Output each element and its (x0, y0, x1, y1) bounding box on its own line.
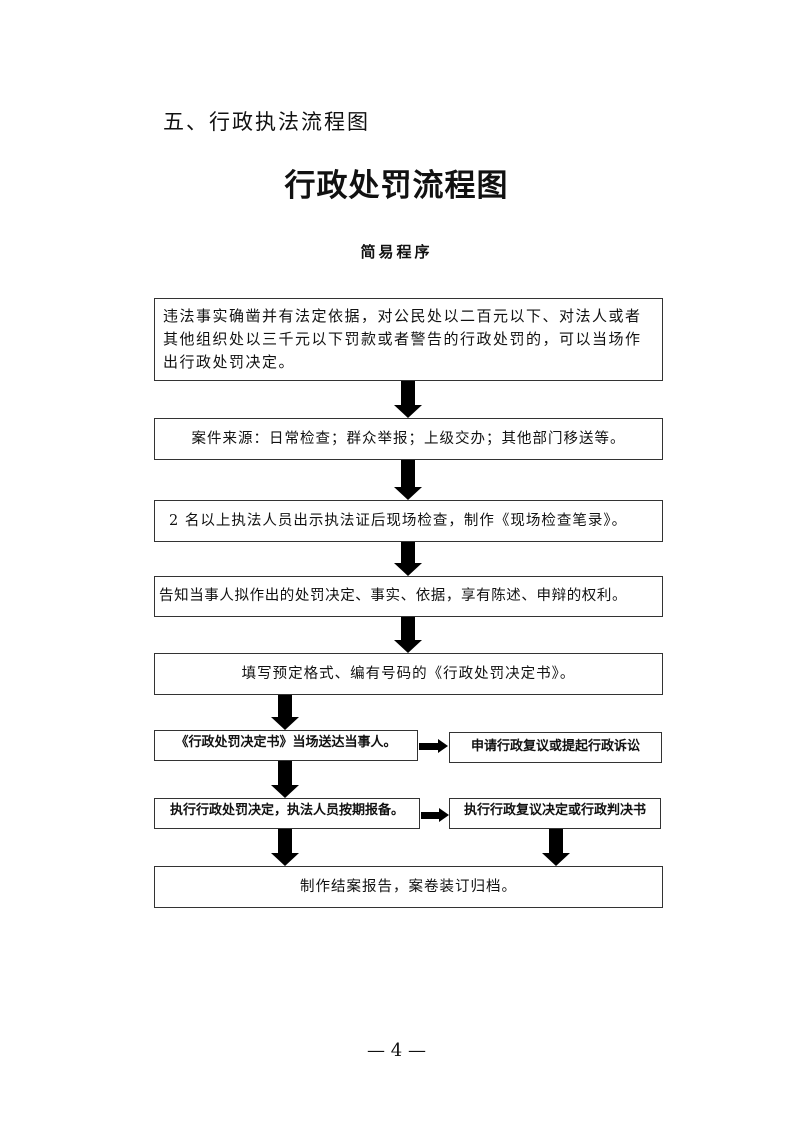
branch-box-review-or-litigation: 申请行政复议或提起行政诉讼 (449, 732, 662, 763)
step-box-6: 《行政处罚决定书》当场送达当事人。 (154, 730, 418, 761)
step-box-4: 告知当事人拟作出的处罚决定、事实、依据，享有陈述、申辩的权利。 (154, 576, 663, 617)
arrow-down-icon (271, 829, 299, 866)
page-number: — 4 — (367, 1040, 426, 1061)
step-box-3: 2 名以上执法人员出示执法证后现场检查，制作《现场检查笔录》。 (154, 500, 663, 542)
arrow-down-icon (542, 829, 570, 866)
arrow-right-icon (421, 808, 449, 822)
section-title: 五、行政执法流程图 (163, 110, 370, 134)
procedure-subtitle: 简易程序 (360, 243, 433, 261)
flowchart-title: 行政处罚流程图 (284, 168, 509, 204)
branch-box-execute-review-decision: 执行行政复议决定或行政判决书 (449, 798, 661, 829)
arrow-down-icon (394, 617, 422, 653)
arrow-down-icon (394, 542, 422, 576)
step-box-1: 违法事实确凿并有法定依据，对公民处以二百元以下、对法人或者其他组织处以三千元以下… (154, 298, 663, 381)
step-box-8: 制作结案报告，案卷装订归档。 (154, 866, 663, 908)
step-box-5: 填写预定格式、编有号码的《行政处罚决定书》。 (154, 653, 663, 695)
arrow-right-icon (419, 739, 448, 753)
arrow-down-icon (394, 381, 422, 418)
arrow-down-icon (271, 761, 299, 798)
arrow-down-icon (394, 460, 422, 500)
step-box-2: 案件来源：日常检查；群众举报；上级交办；其他部门移送等。 (154, 418, 663, 460)
arrow-down-icon (271, 695, 299, 730)
step-box-7: 执行行政处罚决定，执法人员按期报备。 (154, 798, 420, 829)
